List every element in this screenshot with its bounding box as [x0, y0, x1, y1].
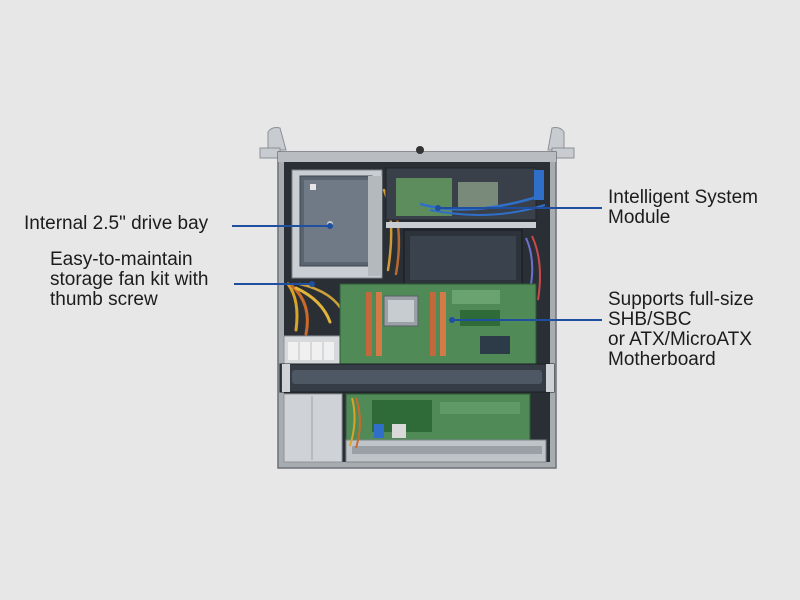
callout-line: storage fan kit with	[50, 269, 209, 290]
expansion-area	[345, 393, 547, 463]
callout-line: Motherboard	[608, 349, 716, 370]
callout-motherboard: Supports full-size SHB/SBC or ATX/MicroA…	[608, 290, 754, 370]
cross-bar	[279, 363, 555, 393]
callout-line: SHB/SBC	[608, 309, 692, 330]
callout-line: Supports full-size	[608, 289, 754, 310]
memory-slot	[430, 292, 436, 356]
callout-line: Easy-to-maintain	[50, 249, 193, 270]
fan-bracket	[403, 229, 541, 301]
psu	[283, 335, 343, 463]
callout-drive-bay: Internal 2.5" drive bay	[24, 214, 208, 234]
callout-line: or ATX/MicroATX	[608, 329, 752, 350]
drive-bay-cage	[291, 169, 383, 279]
callout-line: Internal 2.5" drive bay	[24, 213, 209, 234]
rack-ears	[259, 127, 575, 159]
memory-slot	[376, 292, 382, 356]
memory-slot	[440, 292, 446, 356]
callout-system-module: Intelligent System Module	[608, 188, 758, 228]
memory-slot	[366, 292, 372, 356]
callout-line: Intelligent System	[608, 187, 758, 208]
callout-fan-kit: Easy-to-maintain storage fan kit with th…	[50, 250, 208, 310]
leader-dots	[309, 205, 455, 323]
ism-module	[385, 167, 546, 228]
leader-lines	[232, 207, 602, 321]
motherboard	[339, 283, 537, 365]
callout-line: thumb screw	[50, 289, 158, 310]
callout-line: Module	[608, 207, 671, 228]
